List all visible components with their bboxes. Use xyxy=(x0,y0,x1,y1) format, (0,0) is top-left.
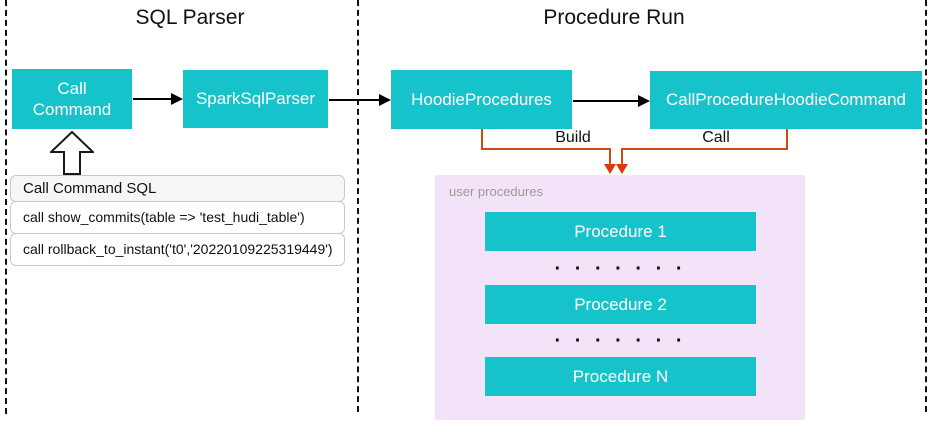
divider-middle xyxy=(357,0,359,412)
node-call-command: Call Command xyxy=(12,69,132,129)
build-connector-drop xyxy=(609,148,611,165)
sparksqlparser-label: SparkSqlParser xyxy=(195,89,316,109)
build-connector-vertical xyxy=(481,129,483,149)
procedure-n-label: Procedure N xyxy=(572,366,669,386)
section-title-procedure-run: Procedure Run xyxy=(543,6,685,29)
arrowhead-callcommand-to-parser-icon xyxy=(171,93,183,105)
callprocedurehoodiecommand-label: CallProcedureHoodieCommand xyxy=(665,90,906,110)
user-procedures-group: user procedures Procedure 1 · · · · · · … xyxy=(435,175,805,420)
call-command-line2: Command xyxy=(32,100,112,119)
build-connector-horizontal xyxy=(481,148,611,150)
sql-statement-rollback-to-instant: call rollback_to_instant('t0','202201092… xyxy=(10,233,345,266)
procedure-2-label: Procedure 2 xyxy=(574,294,667,314)
sql-panel-title: Call Command SQL xyxy=(10,175,345,202)
hoodieprocedures-label: HoodieProcedures xyxy=(411,89,552,109)
node-sparksqlparser: SparkSqlParser xyxy=(183,70,328,128)
up-block-arrow-icon xyxy=(50,131,94,175)
node-call-command-label: Call Command xyxy=(33,78,111,121)
call-connector-horizontal xyxy=(622,148,788,150)
build-edge-label: Build xyxy=(555,129,591,146)
arrow-line-parser-to-procedures xyxy=(329,99,381,101)
procedure-1-label: Procedure 1 xyxy=(574,221,667,241)
divider-right xyxy=(925,0,927,412)
node-procedure-1: Procedure 1 xyxy=(485,212,756,251)
section-title-sql-parser: SQL Parser xyxy=(135,6,245,29)
node-callprocedurehoodiecommand: CallProcedureHoodieCommand xyxy=(650,71,922,129)
node-procedure-2: Procedure 2 xyxy=(485,285,756,324)
ellipsis-row-1: · · · · · · · xyxy=(554,258,687,280)
user-procedures-label: user procedures xyxy=(449,184,543,199)
sql-statement-show-commits: call show_commits(table => 'test_hudi_ta… xyxy=(10,201,345,234)
ellipsis-row-2: · · · · · · · xyxy=(554,330,687,352)
arrowhead-procedures-to-command-icon xyxy=(638,95,650,107)
divider-left xyxy=(5,0,7,414)
call-connector-drop xyxy=(621,148,623,165)
call-arrowhead-icon xyxy=(616,164,628,174)
arrowhead-parser-to-procedures-icon xyxy=(379,94,391,106)
node-procedure-n: Procedure N xyxy=(485,357,756,396)
build-arrowhead-icon xyxy=(604,164,616,174)
call-command-line1: Call xyxy=(57,78,87,98)
call-command-sql-panel: Call Command SQL call show_commits(table… xyxy=(10,175,345,266)
arrow-line-procedures-to-command xyxy=(573,100,640,102)
call-edge-label: Call xyxy=(702,129,730,146)
arrow-line-callcommand-to-parser xyxy=(133,98,173,100)
node-hoodieprocedures: HoodieProcedures xyxy=(391,70,572,129)
call-connector-vertical xyxy=(786,129,788,149)
